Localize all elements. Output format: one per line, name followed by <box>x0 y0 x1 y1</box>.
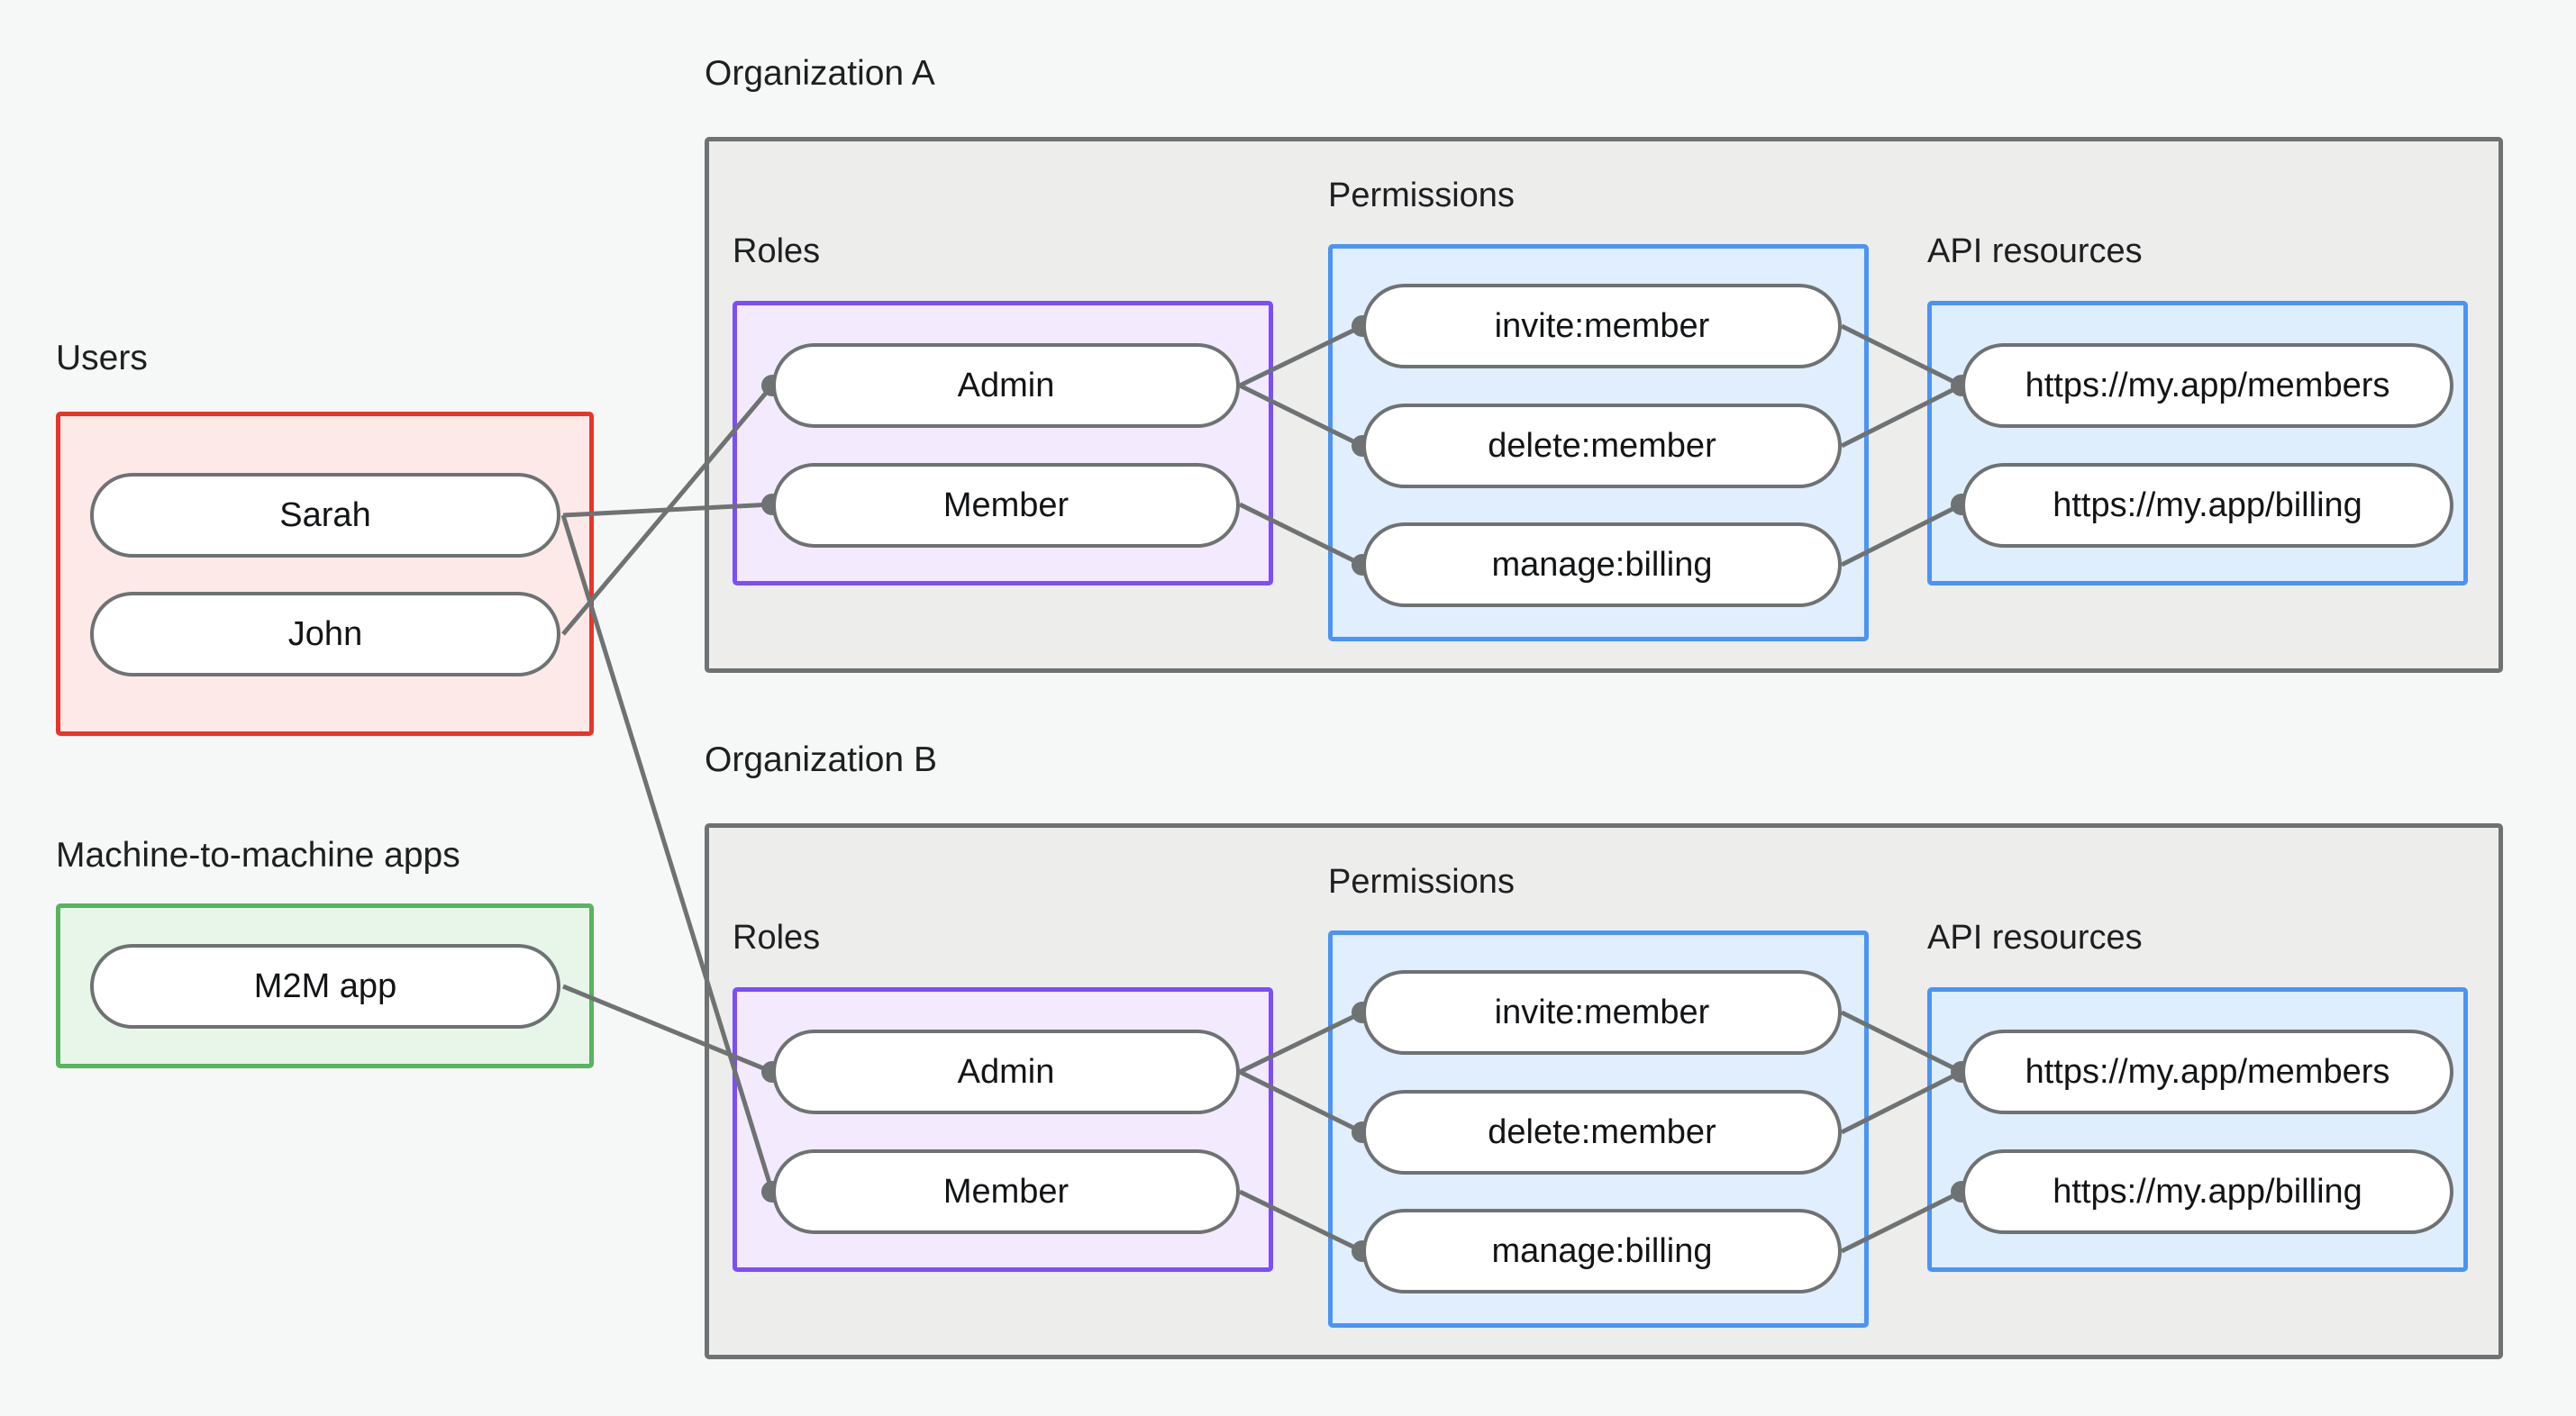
org-b-permission-pill-delete-member[interactable]: delete:member <box>1362 1090 1842 1175</box>
org-a-permission-pill-manage-billing[interactable]: manage:billing <box>1362 522 1842 607</box>
org-b-permissions-label: Permissions <box>1328 863 1515 901</box>
org-b-api-resources-label: API resources <box>1927 919 2143 957</box>
m2m-group-label: Machine-to-machine apps <box>56 836 460 875</box>
org-a-permission-pill-delete-member[interactable]: delete:member <box>1362 404 1842 488</box>
org-b-role-pill-admin[interactable]: Admin <box>772 1030 1240 1114</box>
users-group-label: Users <box>56 339 148 377</box>
user-pill-john[interactable]: John <box>90 592 560 676</box>
org-a-api-resources-label: API resources <box>1927 232 2143 270</box>
org-b-label: Organization B <box>705 740 937 779</box>
org-a-api-pill-members[interactable]: https://my.app/members <box>1962 343 2453 428</box>
org-a-permissions-label: Permissions <box>1328 177 1515 214</box>
org-b-roles-label: Roles <box>733 919 821 957</box>
org-b-api-pill-billing[interactable]: https://my.app/billing <box>1962 1149 2453 1234</box>
org-b-permission-pill-manage-billing[interactable]: manage:billing <box>1362 1209 1842 1293</box>
org-a-label: Organization A <box>705 54 935 93</box>
org-a-api-pill-billing[interactable]: https://my.app/billing <box>1962 463 2453 548</box>
org-b-role-pill-member[interactable]: Member <box>772 1149 1240 1234</box>
users-container <box>56 412 594 736</box>
org-b-api-pill-members[interactable]: https://my.app/members <box>1962 1030 2453 1114</box>
org-a-role-pill-member[interactable]: Member <box>772 463 1240 548</box>
user-pill-sarah[interactable]: Sarah <box>90 473 560 558</box>
org-a-roles-label: Roles <box>733 232 821 270</box>
org-a-permission-pill-invite-member[interactable]: invite:member <box>1362 284 1842 368</box>
org-a-role-pill-admin[interactable]: Admin <box>772 343 1240 428</box>
org-b-permission-pill-invite-member[interactable]: invite:member <box>1362 970 1842 1055</box>
m2m-pill-app[interactable]: M2M app <box>90 944 560 1029</box>
